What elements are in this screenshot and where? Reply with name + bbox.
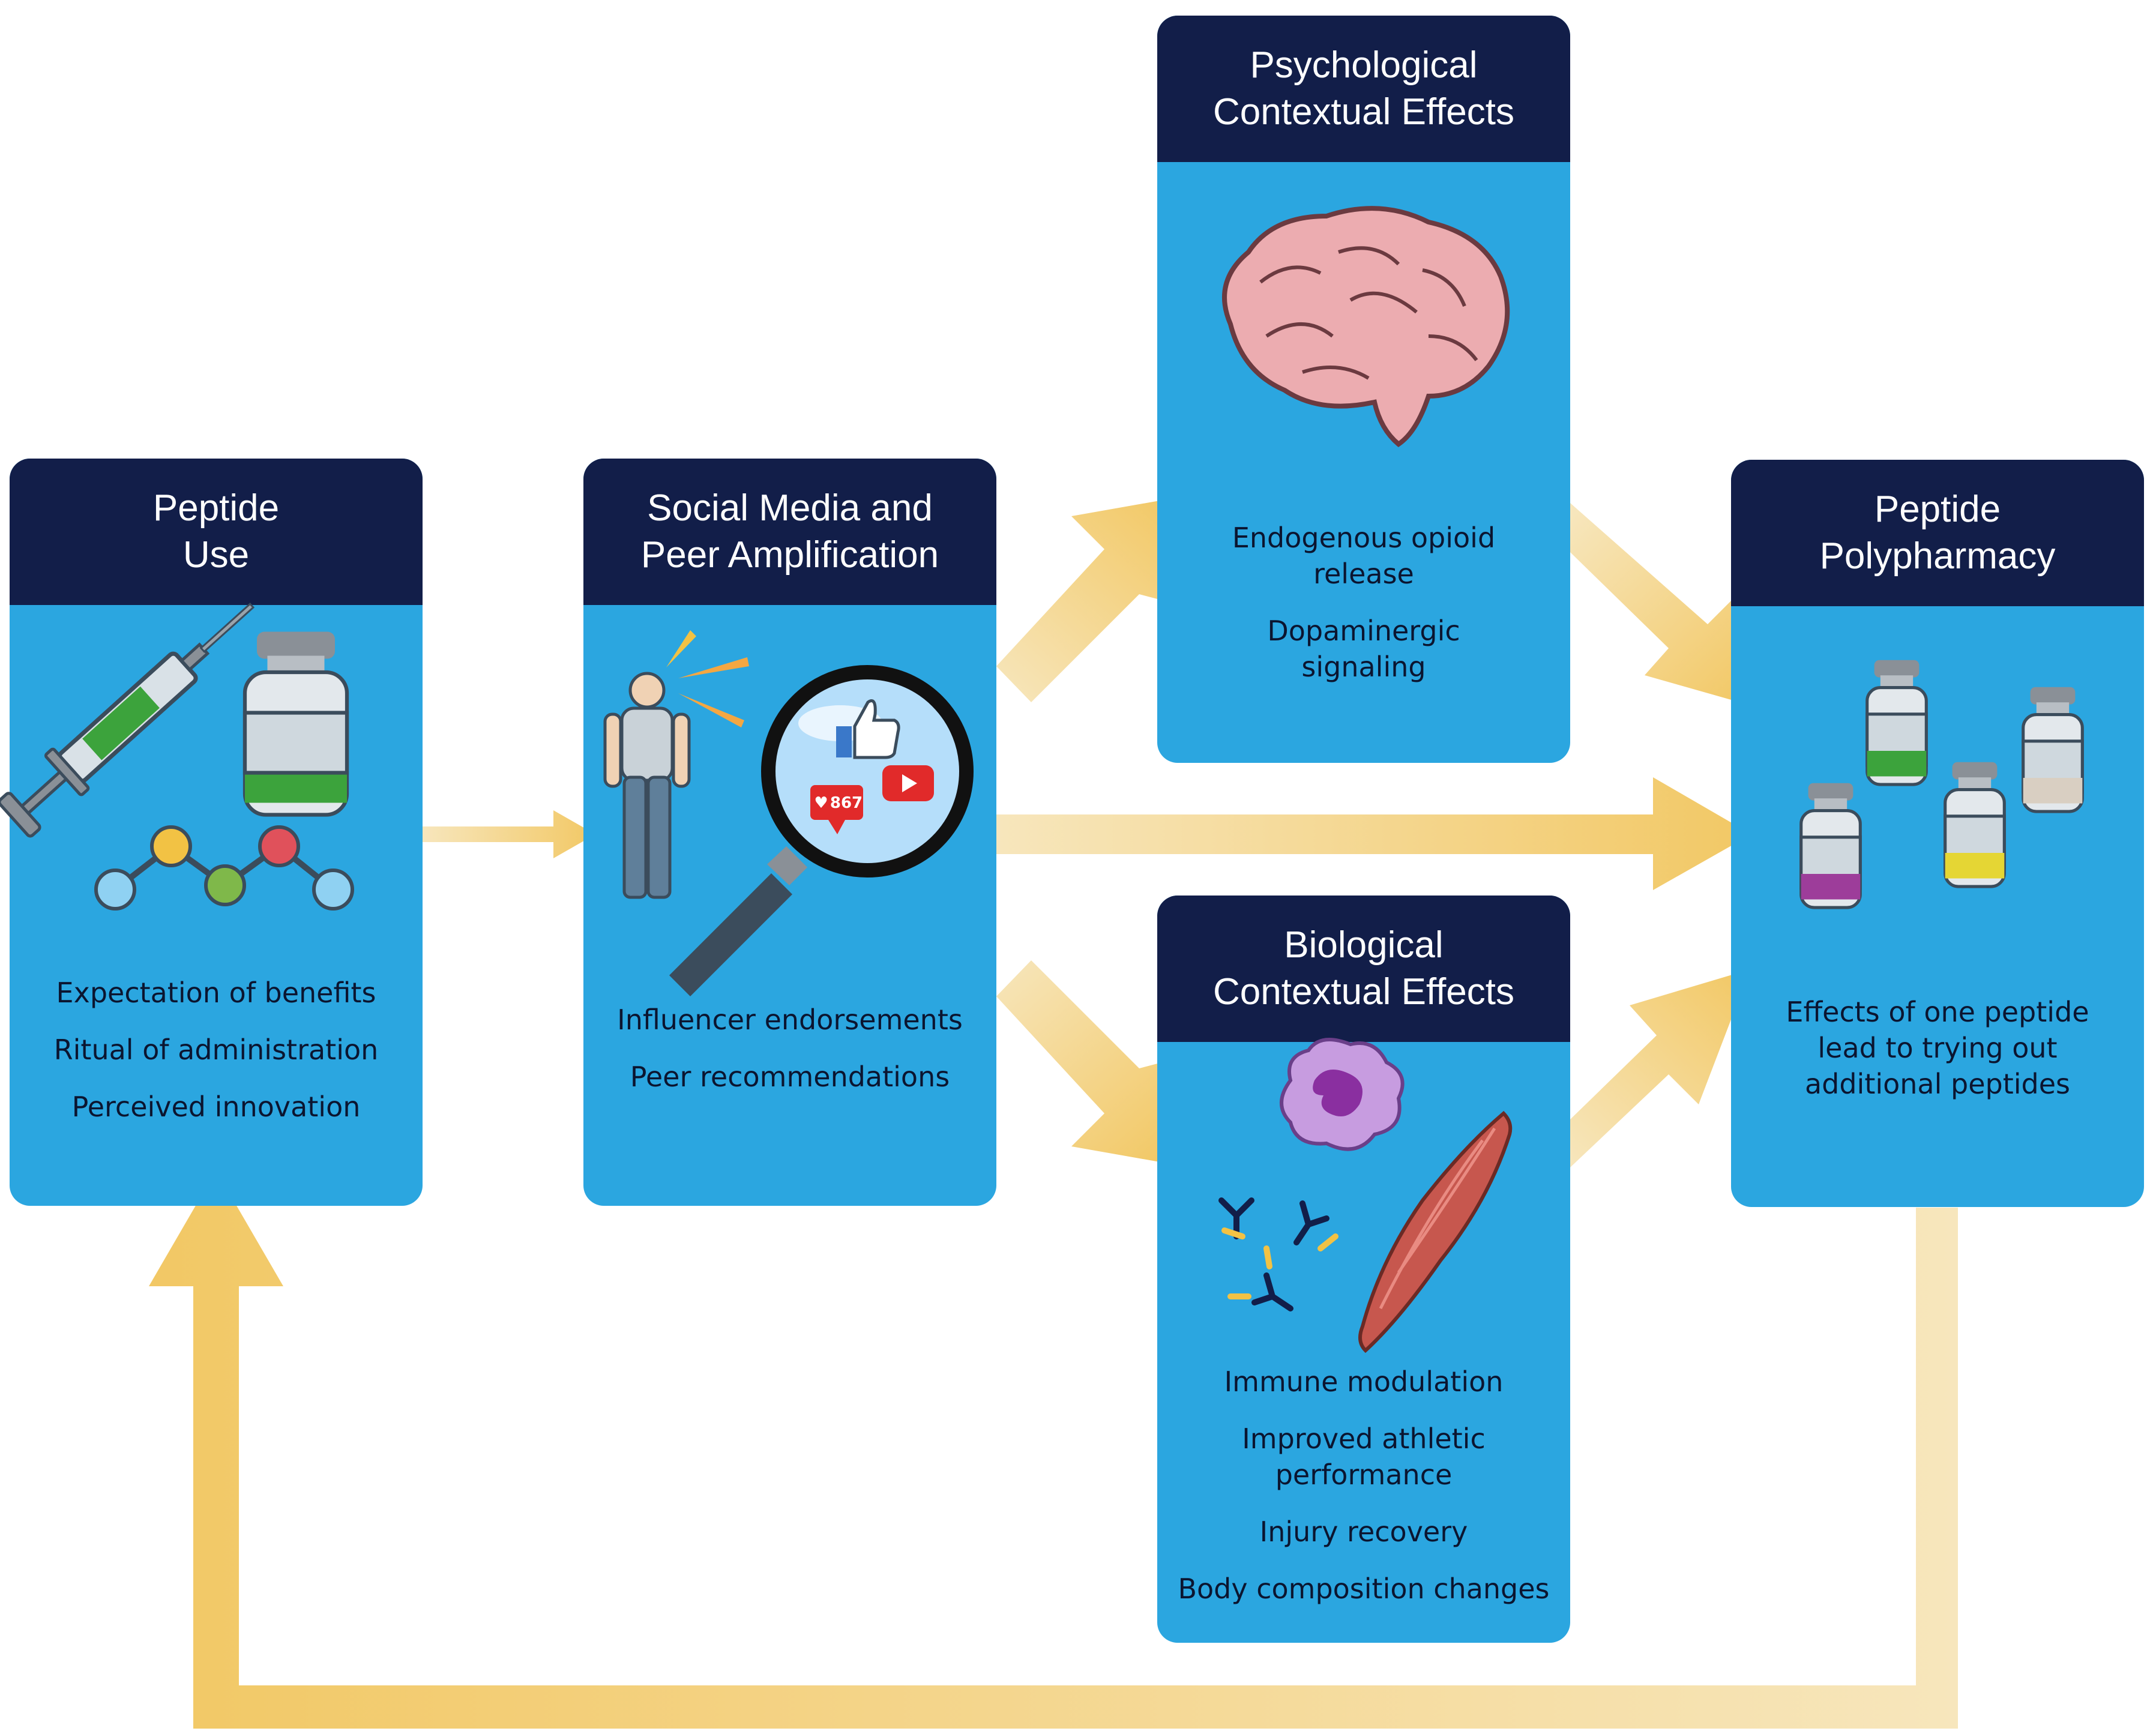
item-list: Endogenous opioid release Dopaminergic s… — [1157, 520, 1570, 706]
box-title: Social Media and Peer Amplification — [640, 487, 939, 576]
arrow-biological-to-polypharmacy — [1570, 969, 1750, 1167]
biological-effects-box: Biological Contextual Effects Immune mod… — [1157, 896, 1570, 1643]
box-header: Psychological Contextual Effects — [1157, 16, 1570, 162]
magnifying-glass-icon — [669, 665, 974, 996]
peptide-use-box: Peptide Use Expectation of benefits Ritu… — [10, 459, 423, 1206]
list-item: Expectation of benefits — [56, 977, 376, 1009]
arrow-social-to-biological — [996, 960, 1173, 1164]
list-item: Immune modulation — [1224, 1365, 1504, 1398]
polypharmacy-box: Peptide Polypharmacy Effects of one pept… — [1731, 460, 2144, 1207]
box-header: Peptide Polypharmacy — [1731, 460, 2144, 606]
svg-text:♥: ♥ — [814, 794, 828, 812]
muscle-icon — [1358, 1110, 1513, 1353]
list-item: Injury recovery — [1259, 1516, 1468, 1548]
list-item: Influencer endorsements — [617, 1004, 963, 1036]
box-title: Psychological Contextual Effects — [1212, 44, 1515, 133]
box-header: Biological Contextual Effects — [1157, 896, 1570, 1042]
box-title: Biological Contextual Effects — [1212, 924, 1515, 1013]
person-icon — [603, 630, 749, 899]
box-title: Peptide Use — [152, 487, 280, 576]
arrow-use-to-social — [423, 810, 595, 858]
brain-icon — [1222, 206, 1510, 447]
molecule-icon — [94, 825, 354, 911]
list-item: Improved athletic performance — [1242, 1422, 1486, 1491]
box-header: Peptide Use — [10, 459, 423, 605]
list-item: Body composition changes — [1178, 1573, 1550, 1605]
item-list: Influencer endorsements Peer recommendat… — [583, 1002, 996, 1116]
vials-icon — [1801, 660, 2083, 908]
list-item: Dopaminergic signaling — [1267, 615, 1460, 683]
box-title: Peptide Polypharmacy — [1819, 489, 2056, 577]
item-list: Effects of one peptide lead to trying ou… — [1731, 994, 2144, 1123]
arrow-social-to-polypharmacy — [996, 777, 1751, 890]
antibodies-icon — [1218, 1197, 1338, 1311]
item-list: Immune modulation Improved athletic perf… — [1157, 1364, 1570, 1628]
play-button-icon — [882, 765, 934, 801]
thumbs-up-icon — [836, 699, 900, 759]
item-list: Expectation of benefits Ritual of admini… — [10, 975, 423, 1146]
list-item: Endogenous opioid release — [1232, 522, 1496, 590]
arrow-psychological-to-polypharmacy — [1570, 503, 1750, 705]
like-count: 867 — [830, 794, 863, 812]
box-header: Social Media and Peer Amplification — [583, 459, 996, 605]
arrow-social-to-psychological — [996, 498, 1173, 702]
immune-cell-icon — [1280, 1038, 1405, 1151]
list-item: Perceived innovation — [71, 1091, 361, 1123]
heart-badge-icon: 867 ♥ — [810, 785, 863, 834]
list-item: Ritual of administration — [53, 1034, 379, 1066]
syringe-icon — [0, 602, 255, 838]
list-item: Peer recommendations — [630, 1061, 950, 1093]
vial-icon — [242, 631, 349, 817]
list-item: Effects of one peptide lead to trying ou… — [1786, 996, 2089, 1100]
